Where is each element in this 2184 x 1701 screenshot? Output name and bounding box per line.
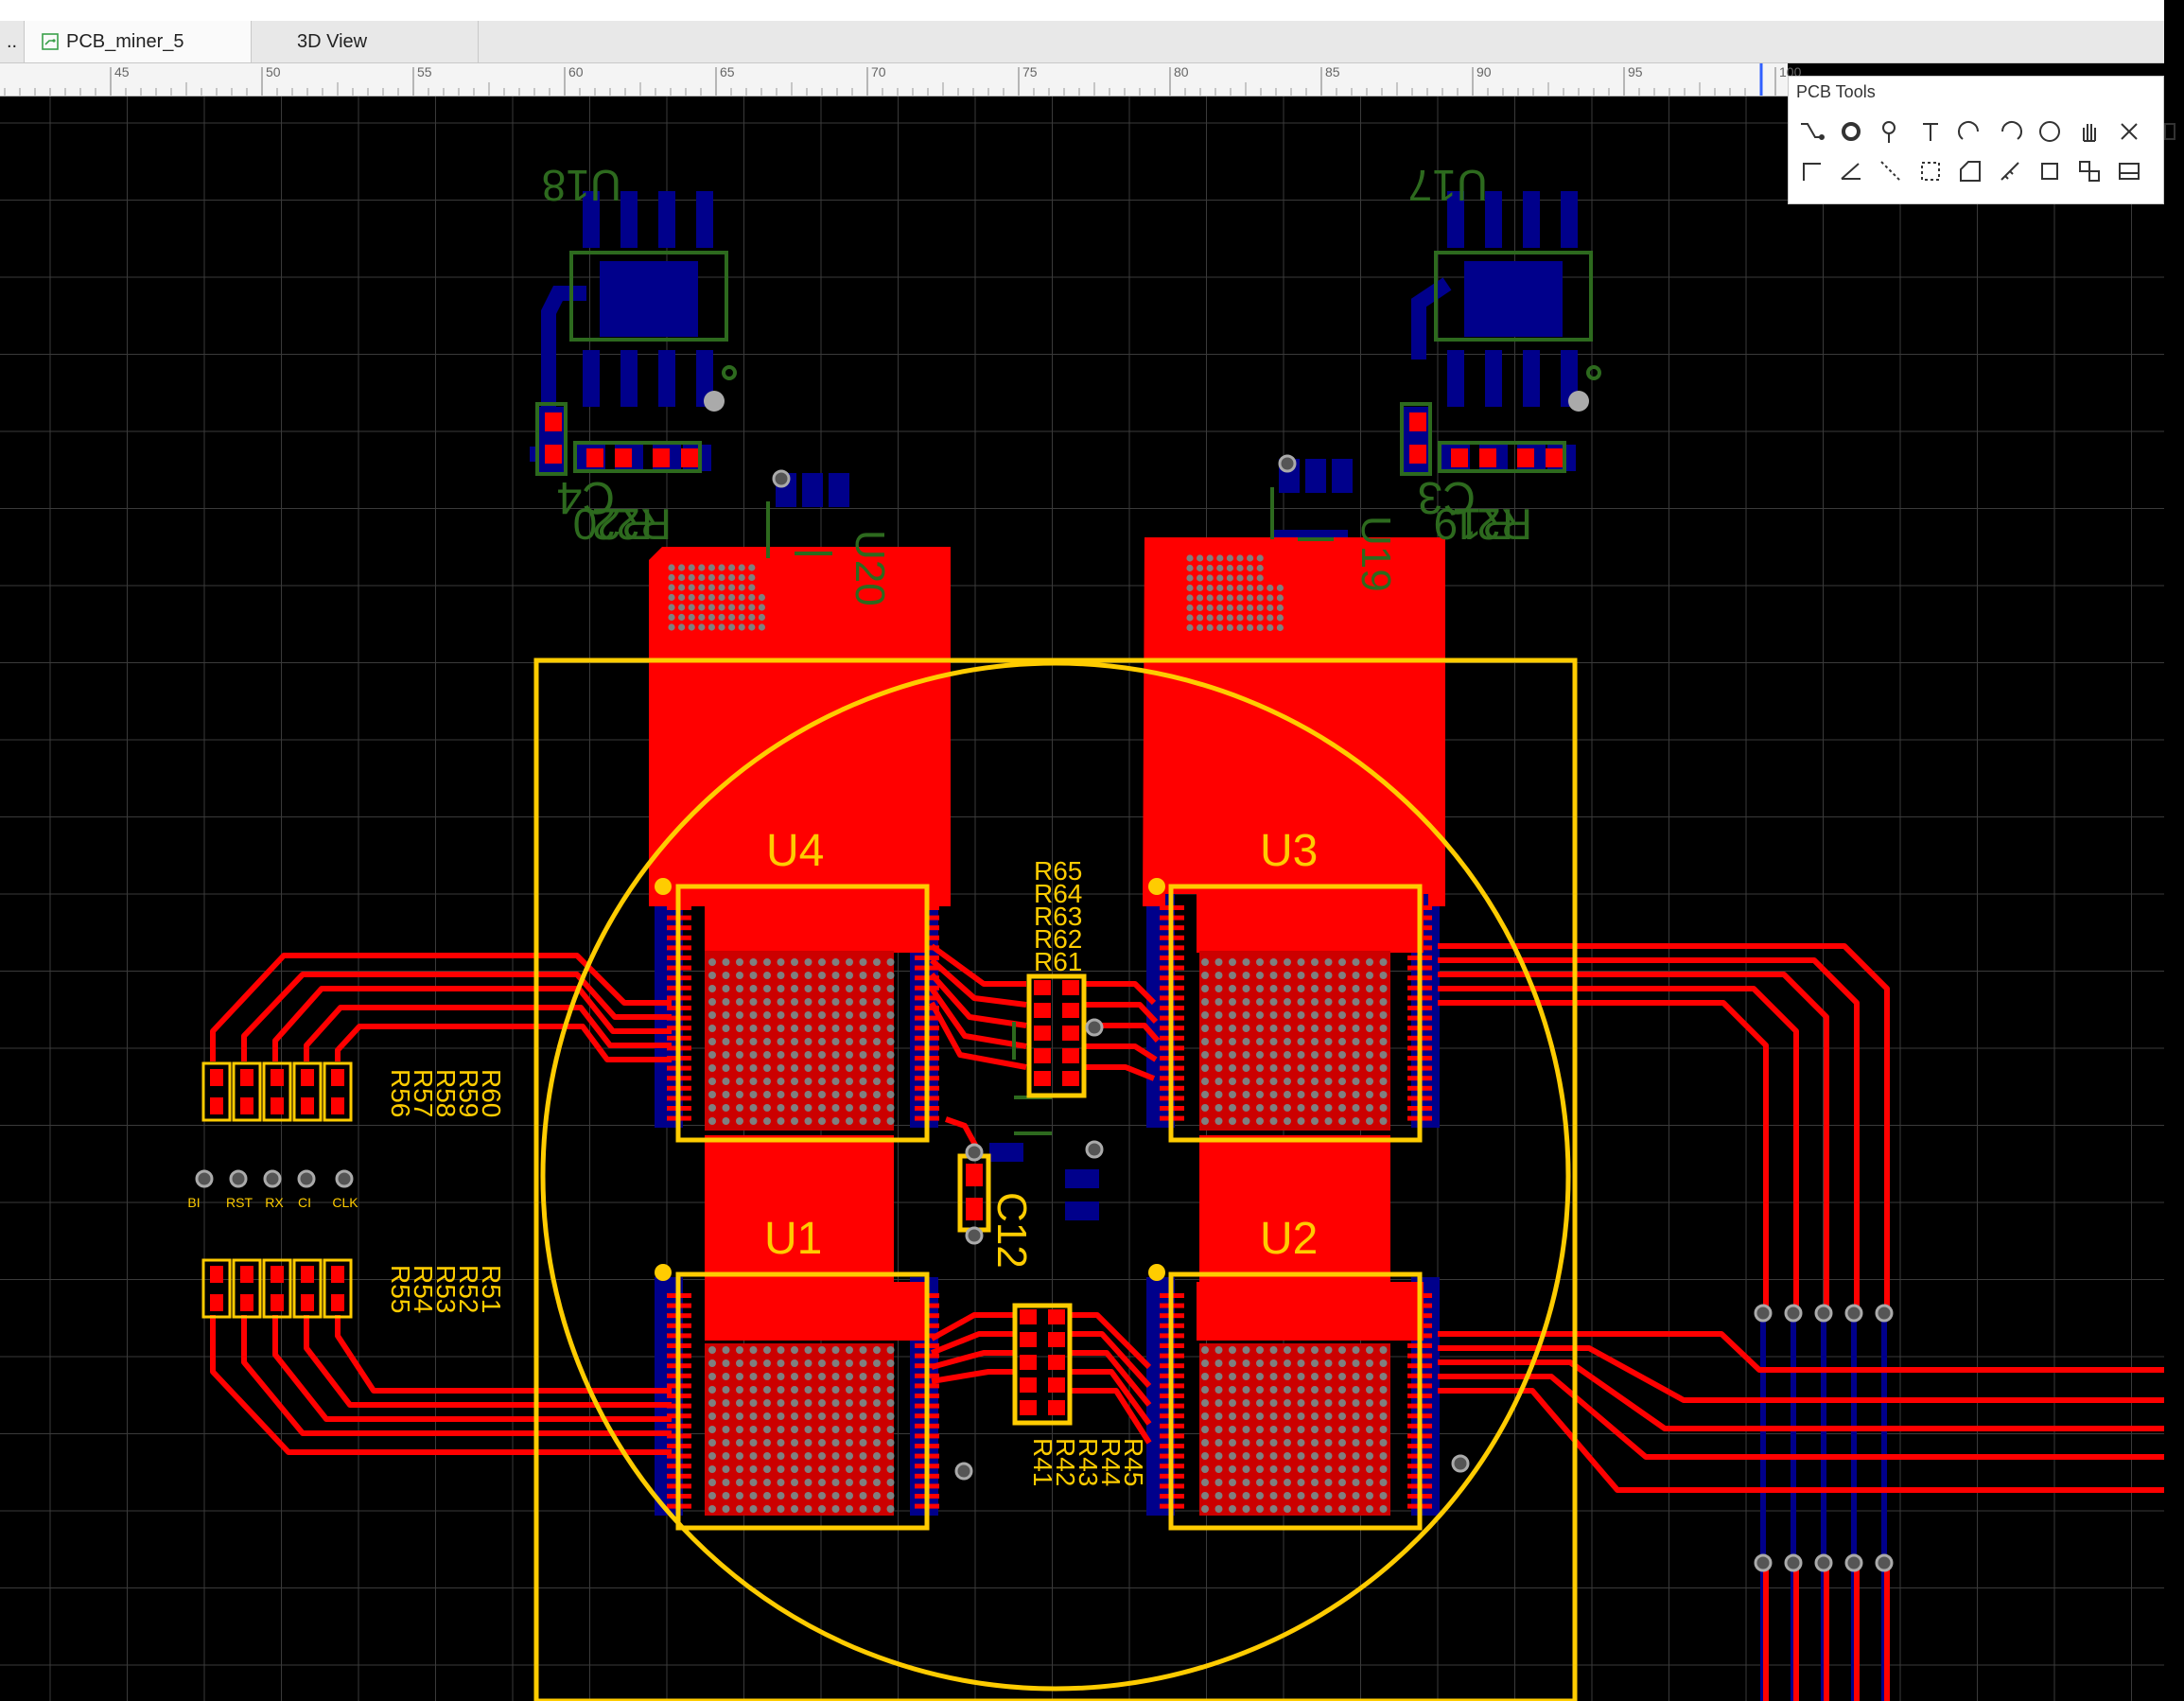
label-r52: R52 bbox=[454, 1265, 483, 1313]
label-r44: R44 bbox=[1096, 1438, 1126, 1486]
pin-label-bi: BI bbox=[187, 1195, 200, 1210]
top-toolbar bbox=[0, 0, 2164, 22]
heatsink-circle bbox=[540, 660, 1571, 1692]
ruler-label: 65 bbox=[720, 64, 735, 79]
pin-label-rx: RX bbox=[265, 1195, 284, 1210]
ruler-label: 70 bbox=[871, 64, 886, 79]
label-c12: C12 bbox=[988, 1192, 1035, 1269]
label-r41: R41 bbox=[1028, 1438, 1057, 1486]
ball-grid-arrays bbox=[708, 958, 1388, 1513]
ruler-label: 95 bbox=[1628, 64, 1643, 79]
label-r58: R58 bbox=[431, 1069, 461, 1117]
ruler-label: 55 bbox=[417, 64, 432, 79]
tab-3d-view[interactable]: 3D View bbox=[252, 21, 479, 62]
label-r63: R63 bbox=[1034, 902, 1082, 931]
label-r42: R42 bbox=[1051, 1438, 1080, 1486]
pin1-markers bbox=[655, 878, 1165, 1281]
pcb-tools-panel: PCB Tools bbox=[1788, 76, 2175, 204]
label-r51: R51 bbox=[477, 1265, 506, 1313]
label-r43: R43 bbox=[1074, 1438, 1103, 1486]
image-icon[interactable] bbox=[2114, 156, 2144, 186]
label-r59: R59 bbox=[454, 1069, 483, 1117]
pin-label-clk: CLK bbox=[332, 1195, 358, 1210]
more-icon[interactable] bbox=[2154, 116, 2184, 147]
label-u4: U4 bbox=[766, 826, 824, 876]
label-r19: R19 bbox=[1434, 500, 1513, 549]
ruler-label: 85 bbox=[1325, 64, 1340, 79]
label-r57: R57 bbox=[409, 1069, 438, 1117]
pin-label-ci: CI bbox=[298, 1195, 311, 1210]
pad-icon[interactable] bbox=[1876, 116, 1906, 147]
label-r53: R53 bbox=[431, 1265, 461, 1313]
ruler-label: 75 bbox=[1022, 64, 1038, 79]
rectangle-icon[interactable] bbox=[2035, 156, 2065, 186]
ruler-label: 80 bbox=[1174, 64, 1189, 79]
circle-icon[interactable] bbox=[2035, 116, 2065, 147]
ruler-label: 90 bbox=[1476, 64, 1492, 79]
label-r20: R20 bbox=[573, 500, 653, 549]
label-c4: C4 bbox=[557, 472, 615, 522]
tab-overflow-label: .. bbox=[6, 30, 18, 52]
label-r64: R64 bbox=[1034, 879, 1082, 908]
arc-ccw-icon[interactable] bbox=[1995, 116, 2025, 147]
vias bbox=[195, 391, 1894, 1572]
label-u17: U17 bbox=[1408, 161, 1488, 210]
route-track-icon[interactable] bbox=[1796, 116, 1826, 147]
pin-label-rst: RST bbox=[226, 1195, 253, 1210]
label-c3: C3 bbox=[1418, 472, 1476, 522]
dimension-icon[interactable] bbox=[2114, 116, 2144, 147]
pcb-tools-title: PCB Tools bbox=[1796, 82, 1876, 101]
label-u1: U1 bbox=[764, 1214, 822, 1264]
text-icon[interactable] bbox=[1915, 116, 1946, 147]
pan-hand-icon[interactable] bbox=[2074, 116, 2105, 147]
solid-region-icon[interactable] bbox=[1955, 156, 1985, 186]
bottom-silkscreen-labels: U18 U17 C4 C3 R20 R22 R19 R21 U20 U19 bbox=[542, 161, 1532, 606]
dashed-line-icon[interactable] bbox=[1876, 156, 1906, 186]
board-outline-square bbox=[533, 658, 1578, 1701]
tab-3d-label: 3D View bbox=[297, 30, 368, 52]
document-tab-bar: .. PCB_miner_5 3D View bbox=[0, 21, 2164, 63]
signal-traces bbox=[210, 943, 2164, 1701]
label-r54: R54 bbox=[409, 1265, 438, 1313]
label-r62: R62 bbox=[1034, 924, 1082, 954]
ruler-label: 50 bbox=[266, 64, 281, 79]
label-r55: R55 bbox=[386, 1265, 415, 1313]
u18-footprint bbox=[530, 191, 713, 473]
top-silkscreen-labels: U4 U3 U1 U2 R65 R64 R63 R62 R61 R41 R42 … bbox=[187, 826, 1318, 1486]
label-u19: U19 bbox=[1353, 516, 1399, 592]
label-r60: R60 bbox=[477, 1069, 506, 1117]
label-r45: R45 bbox=[1119, 1438, 1148, 1486]
label-r56: R56 bbox=[386, 1069, 415, 1117]
group-icon[interactable] bbox=[2074, 156, 2105, 186]
resistor-pads bbox=[201, 412, 1563, 1415]
ruler-label: 45 bbox=[114, 64, 130, 79]
label-u18: U18 bbox=[542, 161, 621, 210]
tab-overflow-button[interactable]: .. bbox=[0, 21, 25, 62]
label-r22: R22 bbox=[592, 500, 672, 549]
thermal-vias bbox=[668, 554, 1284, 632]
tab-pcb-miner[interactable]: PCB_miner_5 bbox=[25, 21, 252, 62]
label-u2: U2 bbox=[1260, 1214, 1318, 1264]
ruler-label: 60 bbox=[568, 64, 584, 79]
arc-icon[interactable] bbox=[1955, 116, 1985, 147]
label-u3: U3 bbox=[1260, 826, 1318, 876]
label-u20: U20 bbox=[847, 530, 893, 606]
line-icon[interactable] bbox=[1796, 156, 1826, 186]
angle-icon[interactable] bbox=[1836, 156, 1866, 186]
top-copper-layer bbox=[201, 412, 2164, 1701]
tab-pcb-label: PCB_miner_5 bbox=[66, 30, 184, 52]
label-r61: R61 bbox=[1034, 947, 1082, 976]
u17-footprint bbox=[1404, 191, 1578, 473]
pcb-canvas[interactable]: U18 U17 C4 C3 R20 R22 R19 R21 U20 U19 U4… bbox=[0, 96, 2164, 1701]
measure-icon[interactable] bbox=[1995, 156, 2025, 186]
label-r21: R21 bbox=[1453, 500, 1532, 549]
copper-area-icon[interactable] bbox=[1915, 156, 1946, 186]
label-r65: R65 bbox=[1034, 856, 1082, 886]
pcb-doc-icon bbox=[42, 33, 59, 50]
via-icon[interactable] bbox=[1836, 116, 1866, 147]
